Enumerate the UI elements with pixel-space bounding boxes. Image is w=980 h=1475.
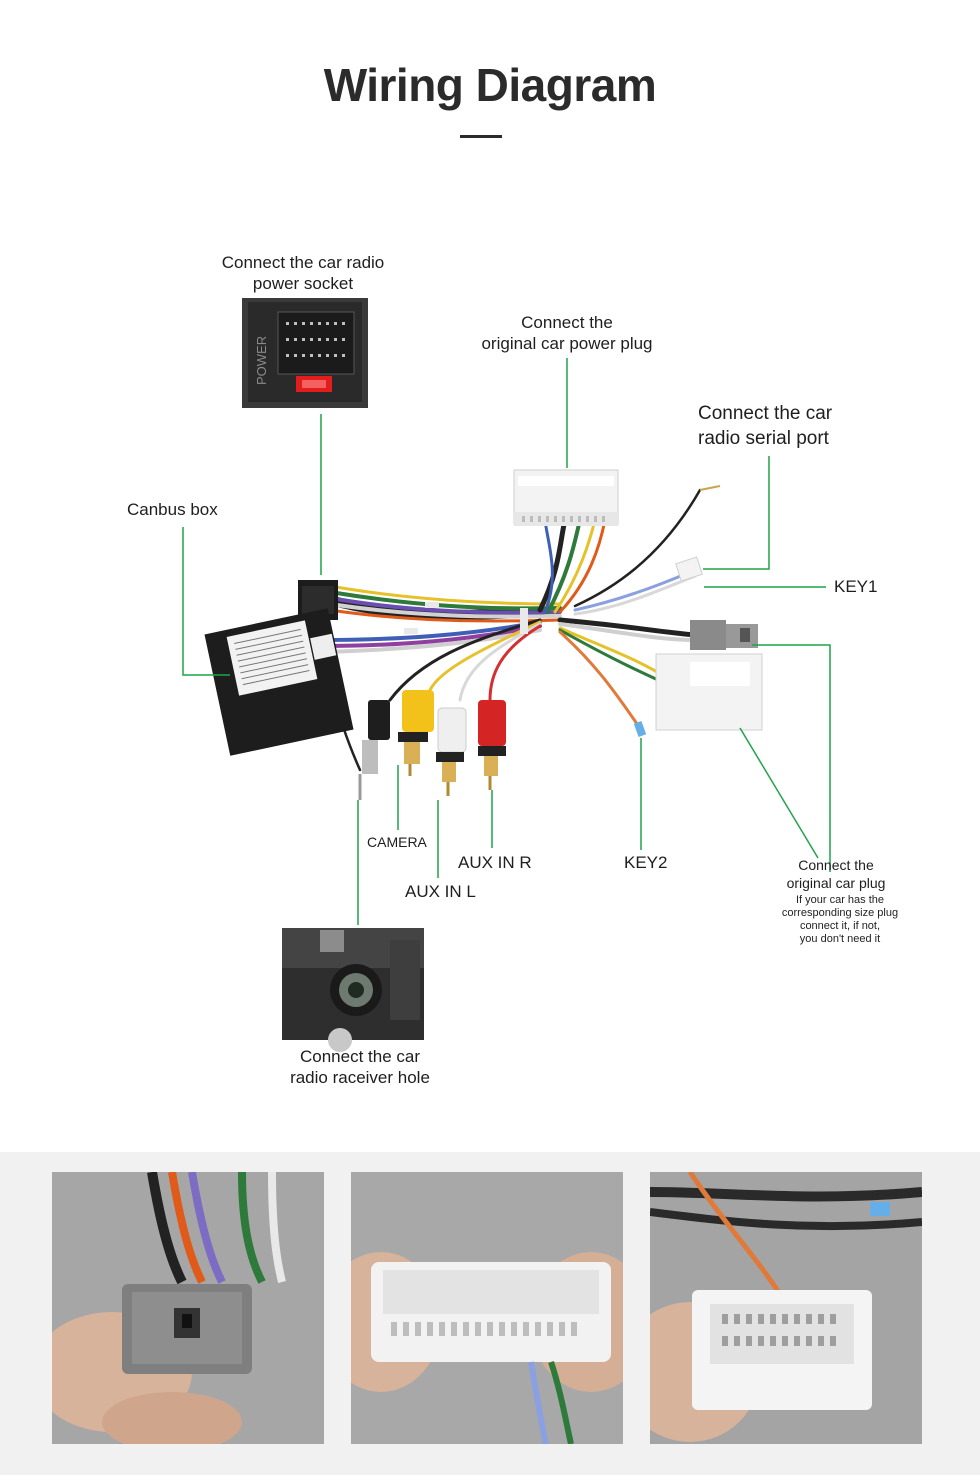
power-socket-photo: POWER bbox=[242, 298, 368, 408]
rca-aux-l bbox=[436, 707, 467, 796]
label-aux-in-l: AUX IN L bbox=[405, 882, 476, 901]
label-power-socket-line1: Connect the car radio bbox=[221, 253, 385, 272]
label-power-plug: Connect the original car power plug bbox=[467, 312, 667, 354]
serial-port-plug bbox=[675, 485, 721, 582]
label-power-plug-line2: original car power plug bbox=[481, 334, 653, 353]
note-line3: connect it, if not, bbox=[799, 920, 881, 932]
photo-white-car-plug bbox=[650, 1172, 922, 1444]
note-line2: corresponding size plug bbox=[781, 907, 899, 919]
label-key1: KEY1 bbox=[834, 577, 878, 596]
note-line4: you don't need it bbox=[799, 933, 881, 945]
antenna-plug bbox=[358, 700, 390, 800]
page-title: Wiring Diagram bbox=[323, 59, 657, 111]
rca-aux-r bbox=[478, 700, 506, 790]
wiring-harness-diagram: POWER bbox=[182, 298, 831, 1052]
label-original-plug-line2: original car plug bbox=[786, 875, 886, 891]
label-power-plug-line1: Connect the bbox=[521, 313, 613, 332]
label-serial-port-line1: Connect the car bbox=[698, 403, 833, 424]
rca-camera bbox=[398, 690, 434, 776]
label-original-plug-line1: Connect the bbox=[798, 857, 874, 873]
label-camera: CAMERA bbox=[367, 834, 427, 850]
title-underline bbox=[460, 135, 502, 138]
photo-gray-plug bbox=[52, 1172, 324, 1444]
label-receiver-hole-line1: Connect the car bbox=[299, 1047, 420, 1066]
label-canbus-box: Canbus box bbox=[127, 500, 218, 519]
label-original-plug: Connect the original car plug bbox=[766, 856, 906, 892]
photo-white-power-plug bbox=[351, 1172, 623, 1444]
receiver-hole-photo bbox=[282, 928, 424, 1052]
original-car-plug bbox=[655, 620, 763, 731]
label-receiver-hole: Connect the car radio raceiver hole bbox=[270, 1046, 450, 1088]
power-inset-label: POWER bbox=[254, 336, 269, 385]
original-power-plug bbox=[513, 469, 619, 526]
label-serial-port-line2: radio serial port bbox=[698, 428, 829, 449]
label-serial-port: Connect the car radio serial port bbox=[698, 401, 832, 451]
leader-lines bbox=[182, 358, 831, 925]
label-power-socket-line2: power socket bbox=[252, 274, 354, 293]
label-aux-in-r: AUX IN R bbox=[458, 853, 532, 872]
label-receiver-hole-line2: radio raceiver hole bbox=[290, 1068, 430, 1087]
connector-photos-band bbox=[0, 1152, 980, 1475]
label-key2: KEY2 bbox=[624, 853, 668, 872]
original-plug-note: If your car has the corresponding size p… bbox=[766, 894, 914, 946]
note-line1: If your car has the bbox=[795, 894, 885, 906]
key2-wire-end bbox=[633, 721, 647, 737]
canbus-box bbox=[204, 608, 354, 756]
label-power-socket: Connect the car radio power socket bbox=[210, 252, 396, 294]
